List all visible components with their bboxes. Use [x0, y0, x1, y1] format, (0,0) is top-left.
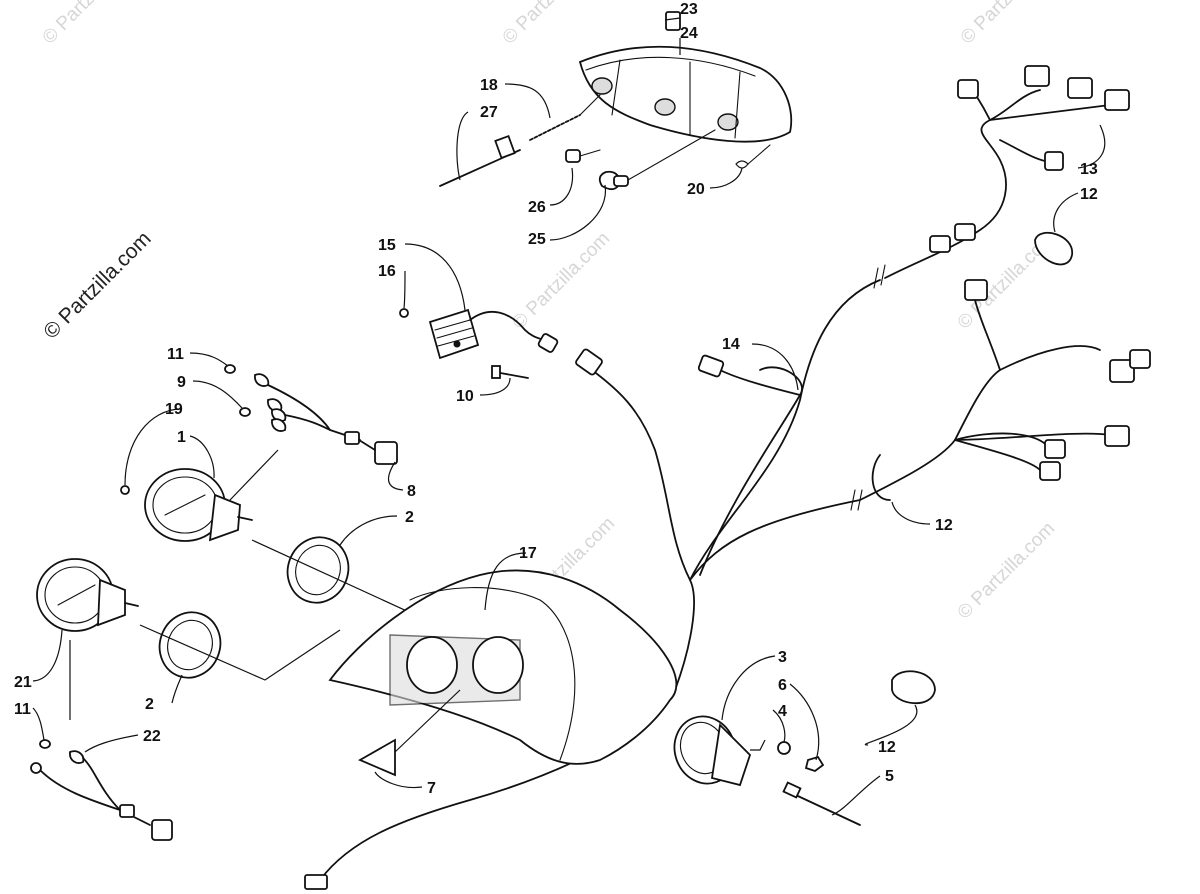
leader: [750, 739, 766, 751]
callout-6: 6: [778, 677, 787, 694]
callout-5: 5: [885, 768, 894, 785]
callout-24: 24: [680, 25, 698, 42]
watermark-tile: © Partzilla.com: [954, 518, 1059, 623]
clamp-12-bottom: [891, 670, 936, 705]
clamp-12-top: [1034, 231, 1073, 266]
callout-20: 20: [687, 181, 705, 198]
callout-15: 15: [378, 237, 396, 254]
callout-labels: 23 24 18 27 26 25 20 13 12 15 16 10 14 1…: [14, 1, 1098, 797]
callout-2: 2: [405, 509, 414, 526]
leader: [139, 624, 341, 681]
callout-19: 19: [165, 401, 183, 418]
adjuster-screw: [439, 94, 601, 187]
callout-10: 10: [456, 388, 474, 405]
gauge-harness-8: [224, 364, 398, 465]
callout-23: 23: [680, 1, 698, 18]
callout-25: 25: [528, 231, 546, 248]
callout-12: 12: [935, 517, 953, 534]
instrument-console: [328, 569, 678, 765]
leader: [394, 689, 461, 753]
callout-17: 17: [519, 545, 537, 562]
callout-21: 21: [14, 674, 32, 691]
voltage-regulator: [399, 308, 559, 379]
site-watermark: © Partzilla.com: [39, 227, 155, 343]
watermark-tile: © Partzilla.com: [39, 0, 144, 49]
callout-11: 11: [14, 701, 31, 718]
callout-11: 11: [167, 346, 184, 363]
callout-1: 1: [177, 429, 186, 446]
callout-14: 14: [722, 336, 740, 353]
watermark-tile: © Partzilla.com: [957, 0, 1062, 49]
callout-16: 16: [378, 263, 396, 280]
callout-4: 4: [778, 703, 787, 720]
callout-2: 2: [145, 696, 154, 713]
callout-3: 3: [778, 649, 787, 666]
callout-27: 27: [480, 104, 498, 121]
gauge-harness-22: [30, 739, 173, 841]
callout-12: 12: [878, 739, 896, 756]
callout-26: 26: [528, 199, 546, 216]
callout-8: 8: [407, 483, 416, 500]
leader: [229, 449, 279, 501]
bezel-2-upper-inner: [295, 544, 341, 596]
leader-lines: [32, 17, 1106, 816]
decal-7: [357, 738, 396, 777]
callout-7: 7: [427, 780, 436, 797]
watermark-tile: © Partzilla.com: [499, 0, 604, 49]
gauge-3: [673, 715, 861, 826]
callout-22: 22: [143, 728, 161, 745]
bulb-sockets: [565, 129, 771, 191]
callout-12: 12: [1080, 186, 1098, 203]
callout-18: 18: [480, 77, 498, 94]
gauge-speedometer: [120, 468, 253, 542]
callout-9: 9: [177, 374, 186, 391]
gauge-tachometer: [36, 558, 139, 632]
harness-13: [873, 65, 1130, 289]
watermark-tile: © Partzilla.com: [509, 228, 614, 333]
callout-13: 13: [1080, 161, 1098, 178]
harness-right-lower: [850, 279, 1151, 511]
bezel-2-lower: [158, 611, 222, 679]
headlight-assembly: [578, 11, 793, 143]
